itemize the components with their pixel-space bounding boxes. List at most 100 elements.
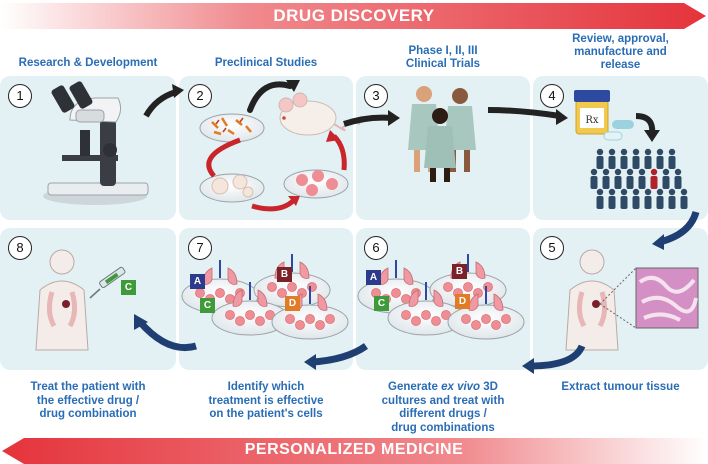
drug-label-d-7: D <box>285 296 300 311</box>
arrow-1-to-2 <box>143 89 177 118</box>
population-icon <box>590 148 688 209</box>
person-head <box>638 168 646 176</box>
person-body <box>614 176 622 189</box>
person-body <box>608 156 616 169</box>
person-body <box>680 196 688 209</box>
organoid <box>215 288 225 298</box>
organoid-dish-icon <box>283 169 349 199</box>
step-number-6: 6 <box>364 236 388 260</box>
person-head <box>632 188 640 196</box>
arrow-7-to-8 <box>137 319 197 352</box>
caption-identify-treatment: Identify which treatment is effective on… <box>208 381 324 420</box>
arrow-2-to-3 <box>343 114 393 127</box>
step-number-2: 2 <box>188 84 212 108</box>
person-body <box>632 196 640 209</box>
organoid <box>391 288 401 298</box>
organoid <box>245 310 255 320</box>
organoid <box>305 314 315 324</box>
organoid <box>443 282 453 292</box>
person-head <box>668 148 676 156</box>
person-head <box>680 188 688 196</box>
drug-label-c-8: C <box>121 280 136 295</box>
person-body <box>602 176 610 189</box>
person-body <box>668 156 676 169</box>
organoid <box>325 314 335 324</box>
person-body <box>656 156 664 169</box>
organoid <box>287 282 297 292</box>
organoid <box>277 288 287 298</box>
step-number-7: 7 <box>188 236 212 260</box>
mouse-icon <box>278 92 361 136</box>
organoid <box>411 316 421 326</box>
patient-icon-5 <box>565 249 619 351</box>
lung-icon <box>408 289 444 307</box>
title-research-development: Research & Development <box>18 57 158 69</box>
drug-discovery-banner <box>0 3 706 29</box>
organoid <box>471 320 481 330</box>
drug-label-c-6: C <box>374 296 389 311</box>
red-cycle-arrow-bottom <box>251 198 296 212</box>
arrow-5-to-6 <box>529 344 586 370</box>
cell-culture-dish-icon <box>199 113 265 143</box>
person-head <box>662 168 670 176</box>
patient-icon-8 <box>35 249 89 351</box>
person-head <box>644 148 652 156</box>
organoid <box>267 282 277 292</box>
person-head <box>632 148 640 156</box>
person-head <box>602 168 610 176</box>
person-head <box>650 168 658 176</box>
person-body <box>668 196 676 209</box>
caption-generate-cultures: Generate ex vivo 3D cultures and treat w… <box>381 381 505 434</box>
syringe-icon <box>89 266 126 299</box>
drug-label-d-6: D <box>455 294 470 309</box>
arrow-6-to-7 <box>311 343 369 366</box>
organoid <box>195 288 205 298</box>
microscope-icon <box>43 81 149 205</box>
organoid <box>295 320 305 330</box>
drug-label-b-6: B <box>452 264 467 279</box>
person-body <box>674 176 682 189</box>
organoid <box>481 314 491 324</box>
person-body <box>626 176 634 189</box>
person-head <box>668 188 676 196</box>
drug-label-b-7: B <box>277 267 292 282</box>
lung-icon <box>232 289 268 307</box>
person-body <box>638 176 646 189</box>
drug-dish-cluster-6 <box>357 254 525 340</box>
drug-dish-cluster-7 <box>181 254 349 340</box>
title-clinical-trials: Phase I, II, III Clinical Trials <box>405 45 481 70</box>
organoid <box>401 310 411 320</box>
person-head <box>596 148 604 156</box>
person-body <box>596 196 604 209</box>
arrow-3-to-4 <box>487 107 561 119</box>
personalized-medicine-banner <box>2 438 708 464</box>
step-number-5: 5 <box>540 236 564 260</box>
organoid <box>491 320 501 330</box>
organoid <box>501 314 511 324</box>
person-head <box>644 188 652 196</box>
organoid <box>431 316 441 326</box>
title-preclinical-studies: Preclinical Studies <box>214 57 318 69</box>
lung-icon <box>468 293 504 311</box>
person-head <box>614 168 622 176</box>
organoid <box>235 316 245 326</box>
person-head <box>590 168 598 176</box>
step-number-4: 4 <box>540 84 564 108</box>
drug-label-a-6: A <box>366 270 381 285</box>
drug-label-c-7: C <box>200 298 215 313</box>
person-head <box>656 188 664 196</box>
organoid <box>483 282 493 292</box>
dish-to-mouse-arrow <box>247 81 293 113</box>
person-body <box>656 196 664 209</box>
person-head <box>620 188 628 196</box>
organoid <box>225 310 235 320</box>
title-review-approval: Review, approval, manufacture and releas… <box>572 33 669 71</box>
organoid <box>285 314 295 324</box>
person-head <box>674 168 682 176</box>
person-body <box>620 156 628 169</box>
step-number-1: 1 <box>8 84 32 108</box>
person-body <box>590 176 598 189</box>
person-head <box>608 148 616 156</box>
drug-discovery-banner-label: DRUG DISCOVERY <box>273 6 435 25</box>
